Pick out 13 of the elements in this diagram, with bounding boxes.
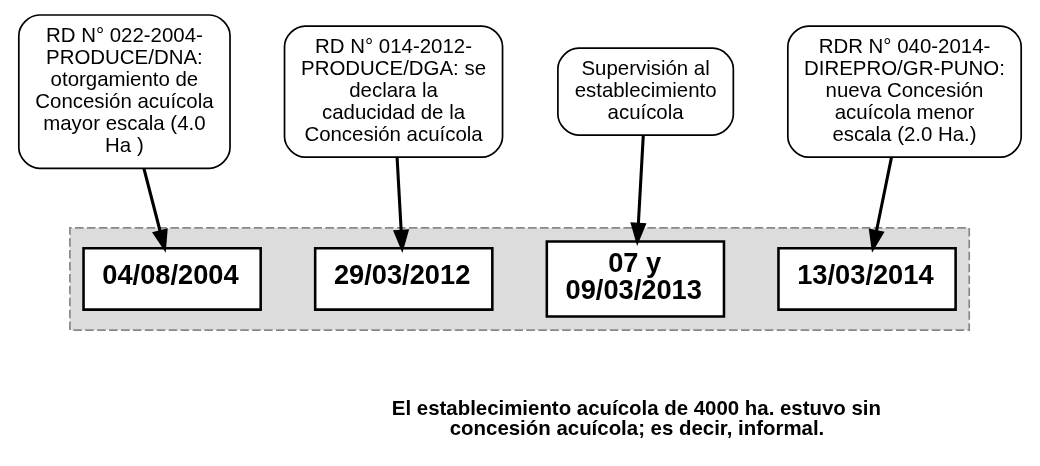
node-box: RD N° 022-2004-PRODUCE/DNA: otorgamiento de Concesión acuícola mayor escala (4.0 Ha ) xyxy=(17,14,231,170)
arrow xyxy=(142,168,168,253)
node-box: 13/03/2014 xyxy=(777,247,957,311)
arrow xyxy=(393,157,410,253)
node-box: RD N° 014-2012-PRODUCE/DGA: se declara la caducidad de la Concesión acuícola xyxy=(283,25,504,159)
node-box: 29/03/2012 xyxy=(313,247,494,311)
node-box: Supervisión al establecimiento acuícola xyxy=(557,47,735,136)
node-box: 04/08/2004 xyxy=(82,247,262,311)
arrow xyxy=(868,157,893,253)
node-box: 07 y 09/03/2013 xyxy=(545,240,726,318)
arrow xyxy=(630,135,647,246)
label: El establecimiento acuícola de 4000 ha. estuvo sin concesión acuícola; es decir, informal. xyxy=(391,396,882,440)
node-box: RDR N° 040-2014-DIREPRO/GR-PUNO: nueva Concesión acuícola menor escala (2.0 Ha.) xyxy=(787,25,1023,159)
